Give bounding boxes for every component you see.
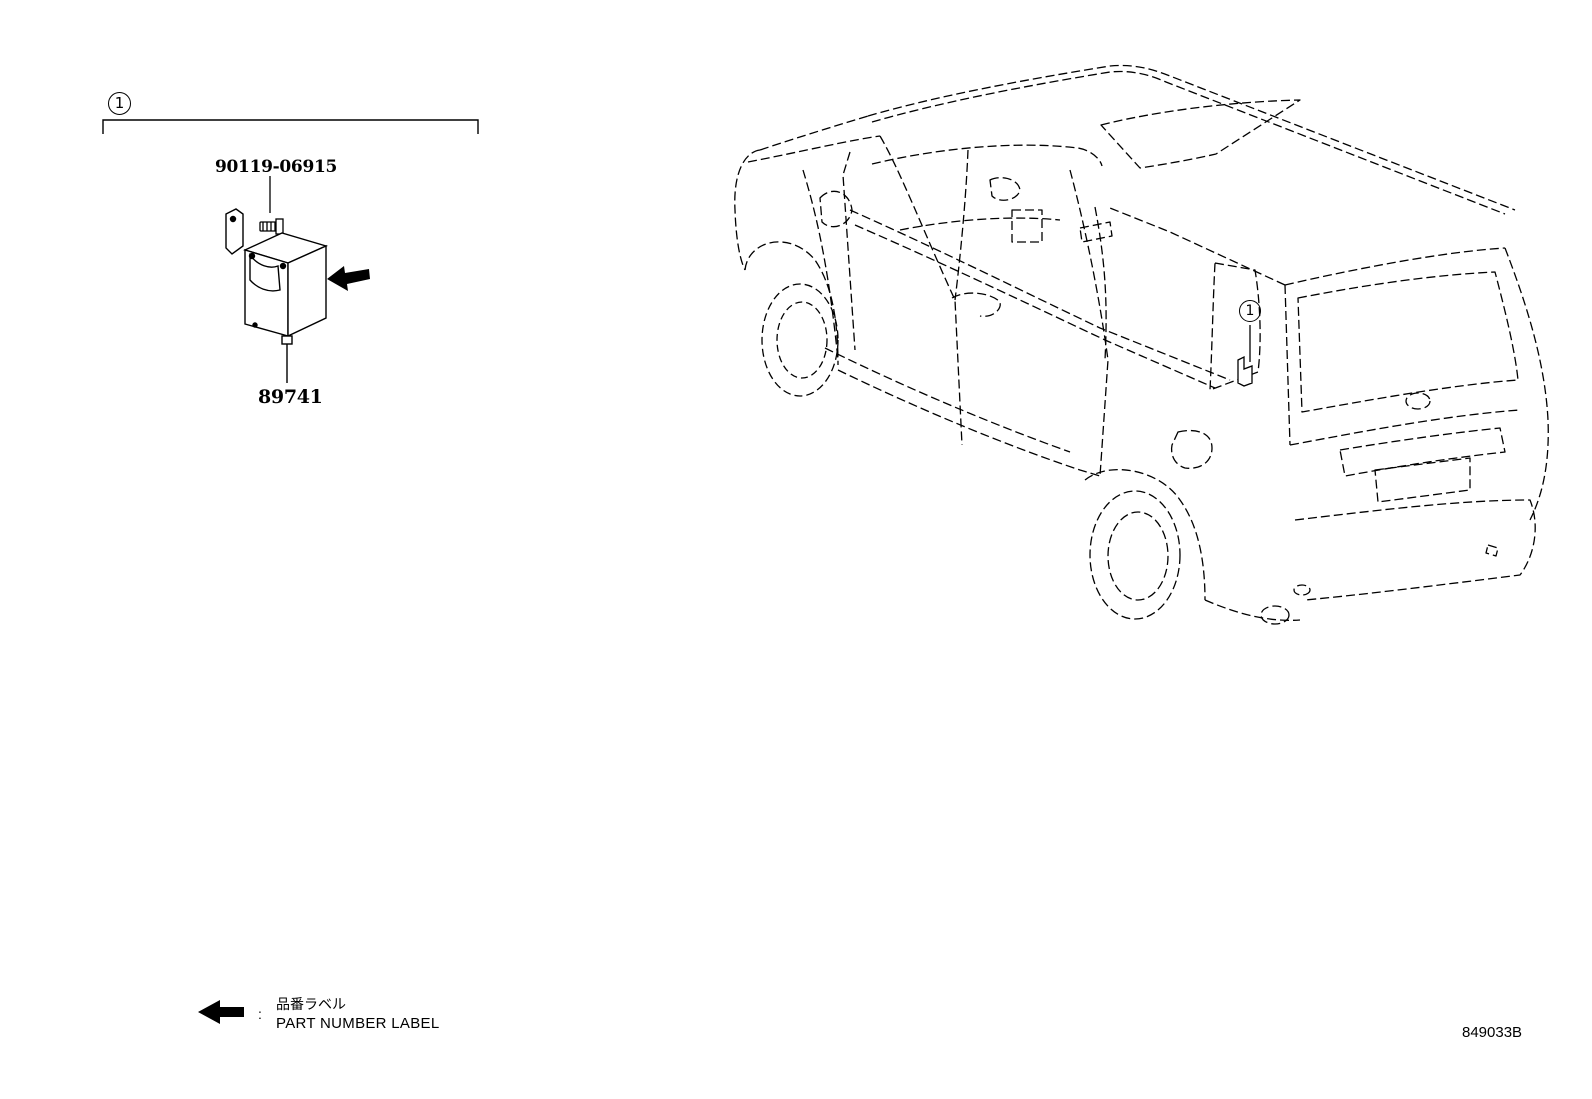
vehicle-callout-number: 1 — [1245, 303, 1255, 319]
legend-separator: : — [258, 1006, 262, 1022]
vehicle-illustration — [734, 64, 1549, 625]
part-number-label-arrow-icon — [327, 266, 370, 291]
group-bracket — [102, 119, 479, 134]
figure-id: 849033B — [1462, 1024, 1523, 1041]
group-index: 1 — [114, 94, 125, 112]
module-89741[interactable] — [225, 208, 329, 383]
vehicle-callout-badge: 1 — [1239, 300, 1261, 322]
legend-label-jp: 品番ラベル — [276, 997, 346, 1013]
bolt-part-number[interactable]: 90119-06915 — [215, 157, 338, 177]
vehicle-part-location[interactable] — [1237, 325, 1253, 387]
group-index-badge: 1 — [108, 92, 131, 115]
module-part-number[interactable]: 89741 — [258, 386, 323, 408]
legend-label-en: PART NUMBER LABEL — [276, 1015, 440, 1032]
bolt-90119-06915[interactable] — [259, 176, 284, 235]
legend-arrow-icon — [198, 1000, 244, 1024]
